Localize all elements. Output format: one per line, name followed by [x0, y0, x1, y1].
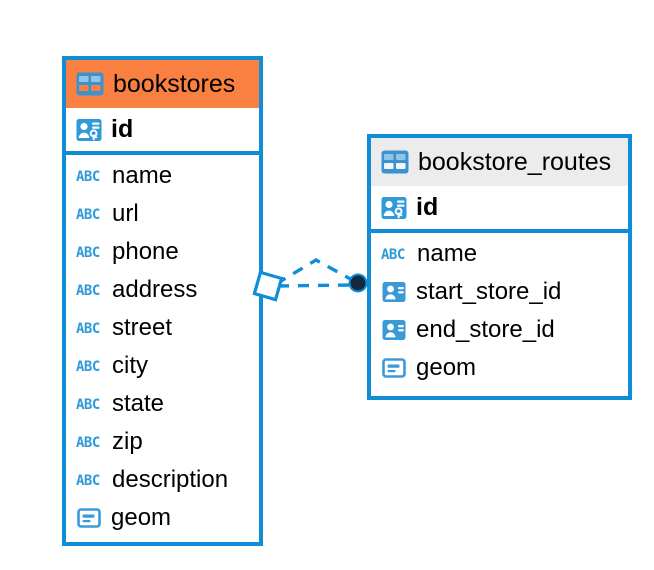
entity-header-bookstore-routes[interactable]: bookstore_routes: [371, 138, 628, 186]
field-row-geom[interactable]: geom: [66, 499, 259, 537]
entity-bookstore-routes[interactable]: bookstore_routes id ABC name: [367, 134, 632, 400]
abc-text-icon: ABC: [76, 473, 100, 489]
svg-text:ABC: ABC: [76, 435, 100, 451]
field-row-url[interactable]: ABC url: [66, 195, 259, 233]
field-label-city: city: [112, 352, 148, 379]
entity-header-bookstores[interactable]: bookstores: [66, 60, 259, 108]
field-row-end-store-id[interactable]: end_store_id: [371, 311, 628, 349]
field-row-street[interactable]: ABC street: [66, 309, 259, 347]
field-label-url: url: [112, 200, 139, 227]
abc-text-icon: ABC: [381, 247, 405, 263]
foreign-key-icon: [382, 282, 406, 302]
svg-text:ABC: ABC: [381, 247, 405, 263]
field-row-zip[interactable]: ABC zip: [66, 423, 259, 461]
svg-text:ABC: ABC: [76, 473, 100, 489]
field-list-bookstores: ABC name ABC url ABC phone ABC: [66, 155, 259, 537]
entity-bookstores[interactable]: bookstores id ABC name: [62, 56, 263, 546]
geometry-icon: [77, 508, 101, 528]
filled-circle-marker: [348, 273, 368, 293]
svg-text:ABC: ABC: [76, 207, 100, 223]
field-label-phone: phone: [112, 238, 179, 265]
field-label-address: address: [112, 276, 198, 303]
field-label-street: street: [112, 314, 173, 341]
field-label-geom: geom: [416, 354, 477, 381]
field-row-state[interactable]: ABC state: [66, 385, 259, 423]
field-list-bookstore-routes: ABC name start_store_id: [371, 233, 628, 387]
field-label-state: state: [112, 390, 165, 417]
entity-title-bookstore-routes: bookstore_routes: [418, 147, 612, 176]
abc-text-icon: ABC: [76, 397, 100, 413]
field-row-name[interactable]: ABC name: [371, 235, 628, 273]
field-label-zip: zip: [112, 428, 143, 455]
svg-text:ABC: ABC: [76, 321, 100, 337]
abc-text-icon: ABC: [76, 207, 100, 223]
field-row-name[interactable]: ABC name: [66, 157, 259, 195]
field-label-geom: geom: [111, 504, 172, 531]
field-row-phone[interactable]: ABC phone: [66, 233, 259, 271]
field-row-description[interactable]: ABC description: [66, 461, 259, 499]
field-row-geom[interactable]: geom: [371, 349, 628, 387]
abc-text-icon: ABC: [76, 169, 100, 185]
relationship-connector[interactable]: [248, 238, 378, 318]
field-label-id: id: [416, 193, 439, 221]
field-label-start-store-id: start_store_id: [416, 278, 562, 305]
svg-text:ABC: ABC: [76, 359, 100, 375]
abc-text-icon: ABC: [76, 321, 100, 337]
abc-text-icon: ABC: [76, 435, 100, 451]
svg-text:ABC: ABC: [76, 169, 100, 185]
diamond-marker: [252, 270, 284, 302]
field-label-name: name: [112, 162, 173, 189]
field-row-city[interactable]: ABC city: [66, 347, 259, 385]
geometry-icon: [382, 358, 406, 378]
entity-title-bookstores: bookstores: [113, 69, 236, 98]
field-label-name: name: [417, 240, 478, 267]
primary-key-icon: [76, 118, 102, 141]
abc-text-icon: ABC: [76, 359, 100, 375]
svg-text:ABC: ABC: [76, 245, 100, 261]
relationship-line-lower: [277, 283, 355, 288]
svg-text:ABC: ABC: [76, 283, 100, 299]
primary-key-icon: [381, 196, 407, 219]
field-row-primary-key[interactable]: id: [371, 186, 628, 233]
field-label-id: id: [111, 115, 134, 143]
field-row-address[interactable]: ABC address: [66, 271, 259, 309]
svg-text:ABC: ABC: [76, 397, 100, 413]
field-label-end-store-id: end_store_id: [416, 316, 555, 343]
abc-text-icon: ABC: [76, 283, 100, 299]
field-row-primary-key[interactable]: id: [66, 108, 259, 155]
relationship-line-upper: [275, 258, 357, 286]
foreign-key-icon: [382, 320, 406, 340]
field-row-start-store-id[interactable]: start_store_id: [371, 273, 628, 311]
table-icon: [76, 72, 104, 96]
table-icon: [381, 150, 409, 174]
abc-text-icon: ABC: [76, 245, 100, 261]
field-label-description: description: [112, 466, 229, 493]
